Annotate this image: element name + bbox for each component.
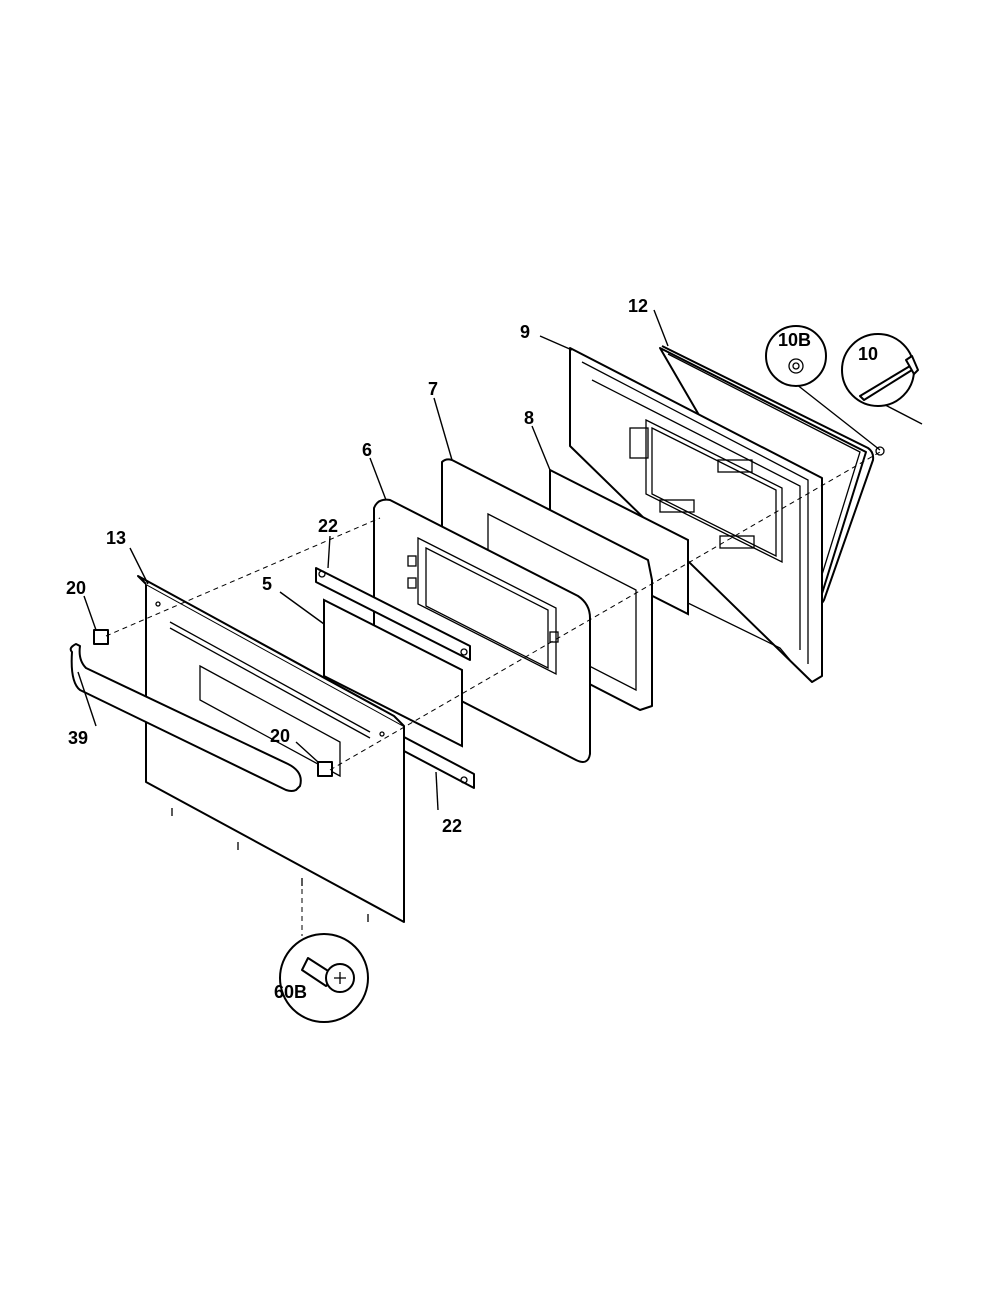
label-part-22-bottom: 22 bbox=[442, 816, 462, 836]
label-part-20-left: 20 bbox=[66, 578, 86, 598]
label-part-12: 12 bbox=[628, 296, 648, 316]
part-6-insulation-panel bbox=[373, 498, 591, 763]
part-22-top-rail bbox=[315, 567, 471, 661]
label-part-9: 9 bbox=[520, 322, 530, 342]
leader-lines bbox=[77, 309, 923, 811]
label-part-5: 5 bbox=[262, 574, 272, 594]
vent-slots bbox=[169, 621, 371, 739]
part-13-outer-door-panel bbox=[137, 575, 405, 923]
part-20-end-cap-left bbox=[93, 629, 109, 645]
part-39-handle bbox=[69, 643, 302, 792]
label-part-13: 13 bbox=[106, 528, 126, 548]
label-part-22-top: 22 bbox=[318, 516, 338, 536]
label-part-10: 10 bbox=[858, 344, 878, 364]
label-part-20-right: 20 bbox=[270, 726, 290, 746]
part-5-glass bbox=[323, 598, 463, 748]
label-part-60b: 60B bbox=[274, 982, 307, 1002]
label-part-7: 7 bbox=[428, 379, 438, 399]
callout-60b bbox=[279, 933, 369, 1023]
label-part-39: 39 bbox=[68, 728, 88, 748]
label-part-10b: 10B bbox=[778, 330, 811, 350]
callout-10b bbox=[765, 325, 827, 387]
label-part-8: 8 bbox=[524, 408, 534, 428]
part-9-inner-liner bbox=[569, 347, 823, 683]
callout-10 bbox=[841, 333, 919, 407]
part-20-end-cap-right bbox=[317, 761, 333, 777]
assembly-axis-lines bbox=[105, 451, 881, 936]
label-part-6: 6 bbox=[362, 440, 372, 460]
